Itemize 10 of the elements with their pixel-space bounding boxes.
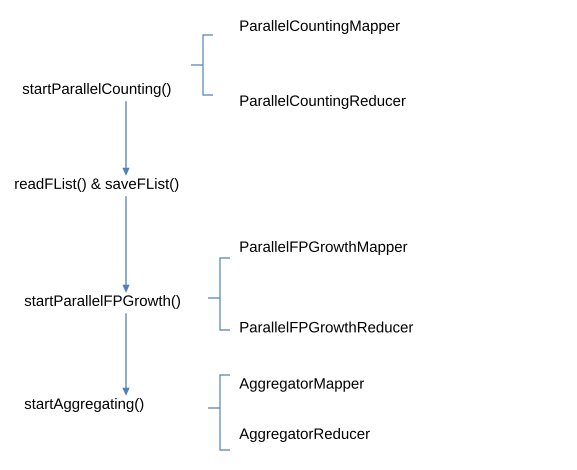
function-label: ParallelCountingMapper (240, 20, 400, 34)
function-label: ParallelFPGrowthMapper (240, 241, 408, 255)
function-label: AggregatorReducer (239, 428, 370, 442)
function-label: readFList() & saveFList() (15, 178, 178, 192)
function-label: AggregatorMapper (239, 378, 364, 392)
function-label: ParallelFPGrowthReducer (240, 321, 414, 332)
function-label: startAggregating() (24, 398, 144, 412)
function-label: ParallelCountingReducer (240, 95, 406, 109)
function-label: startParallelFPGrowth() (24, 295, 180, 309)
function-label: startParallelCounting() (22, 83, 170, 97)
